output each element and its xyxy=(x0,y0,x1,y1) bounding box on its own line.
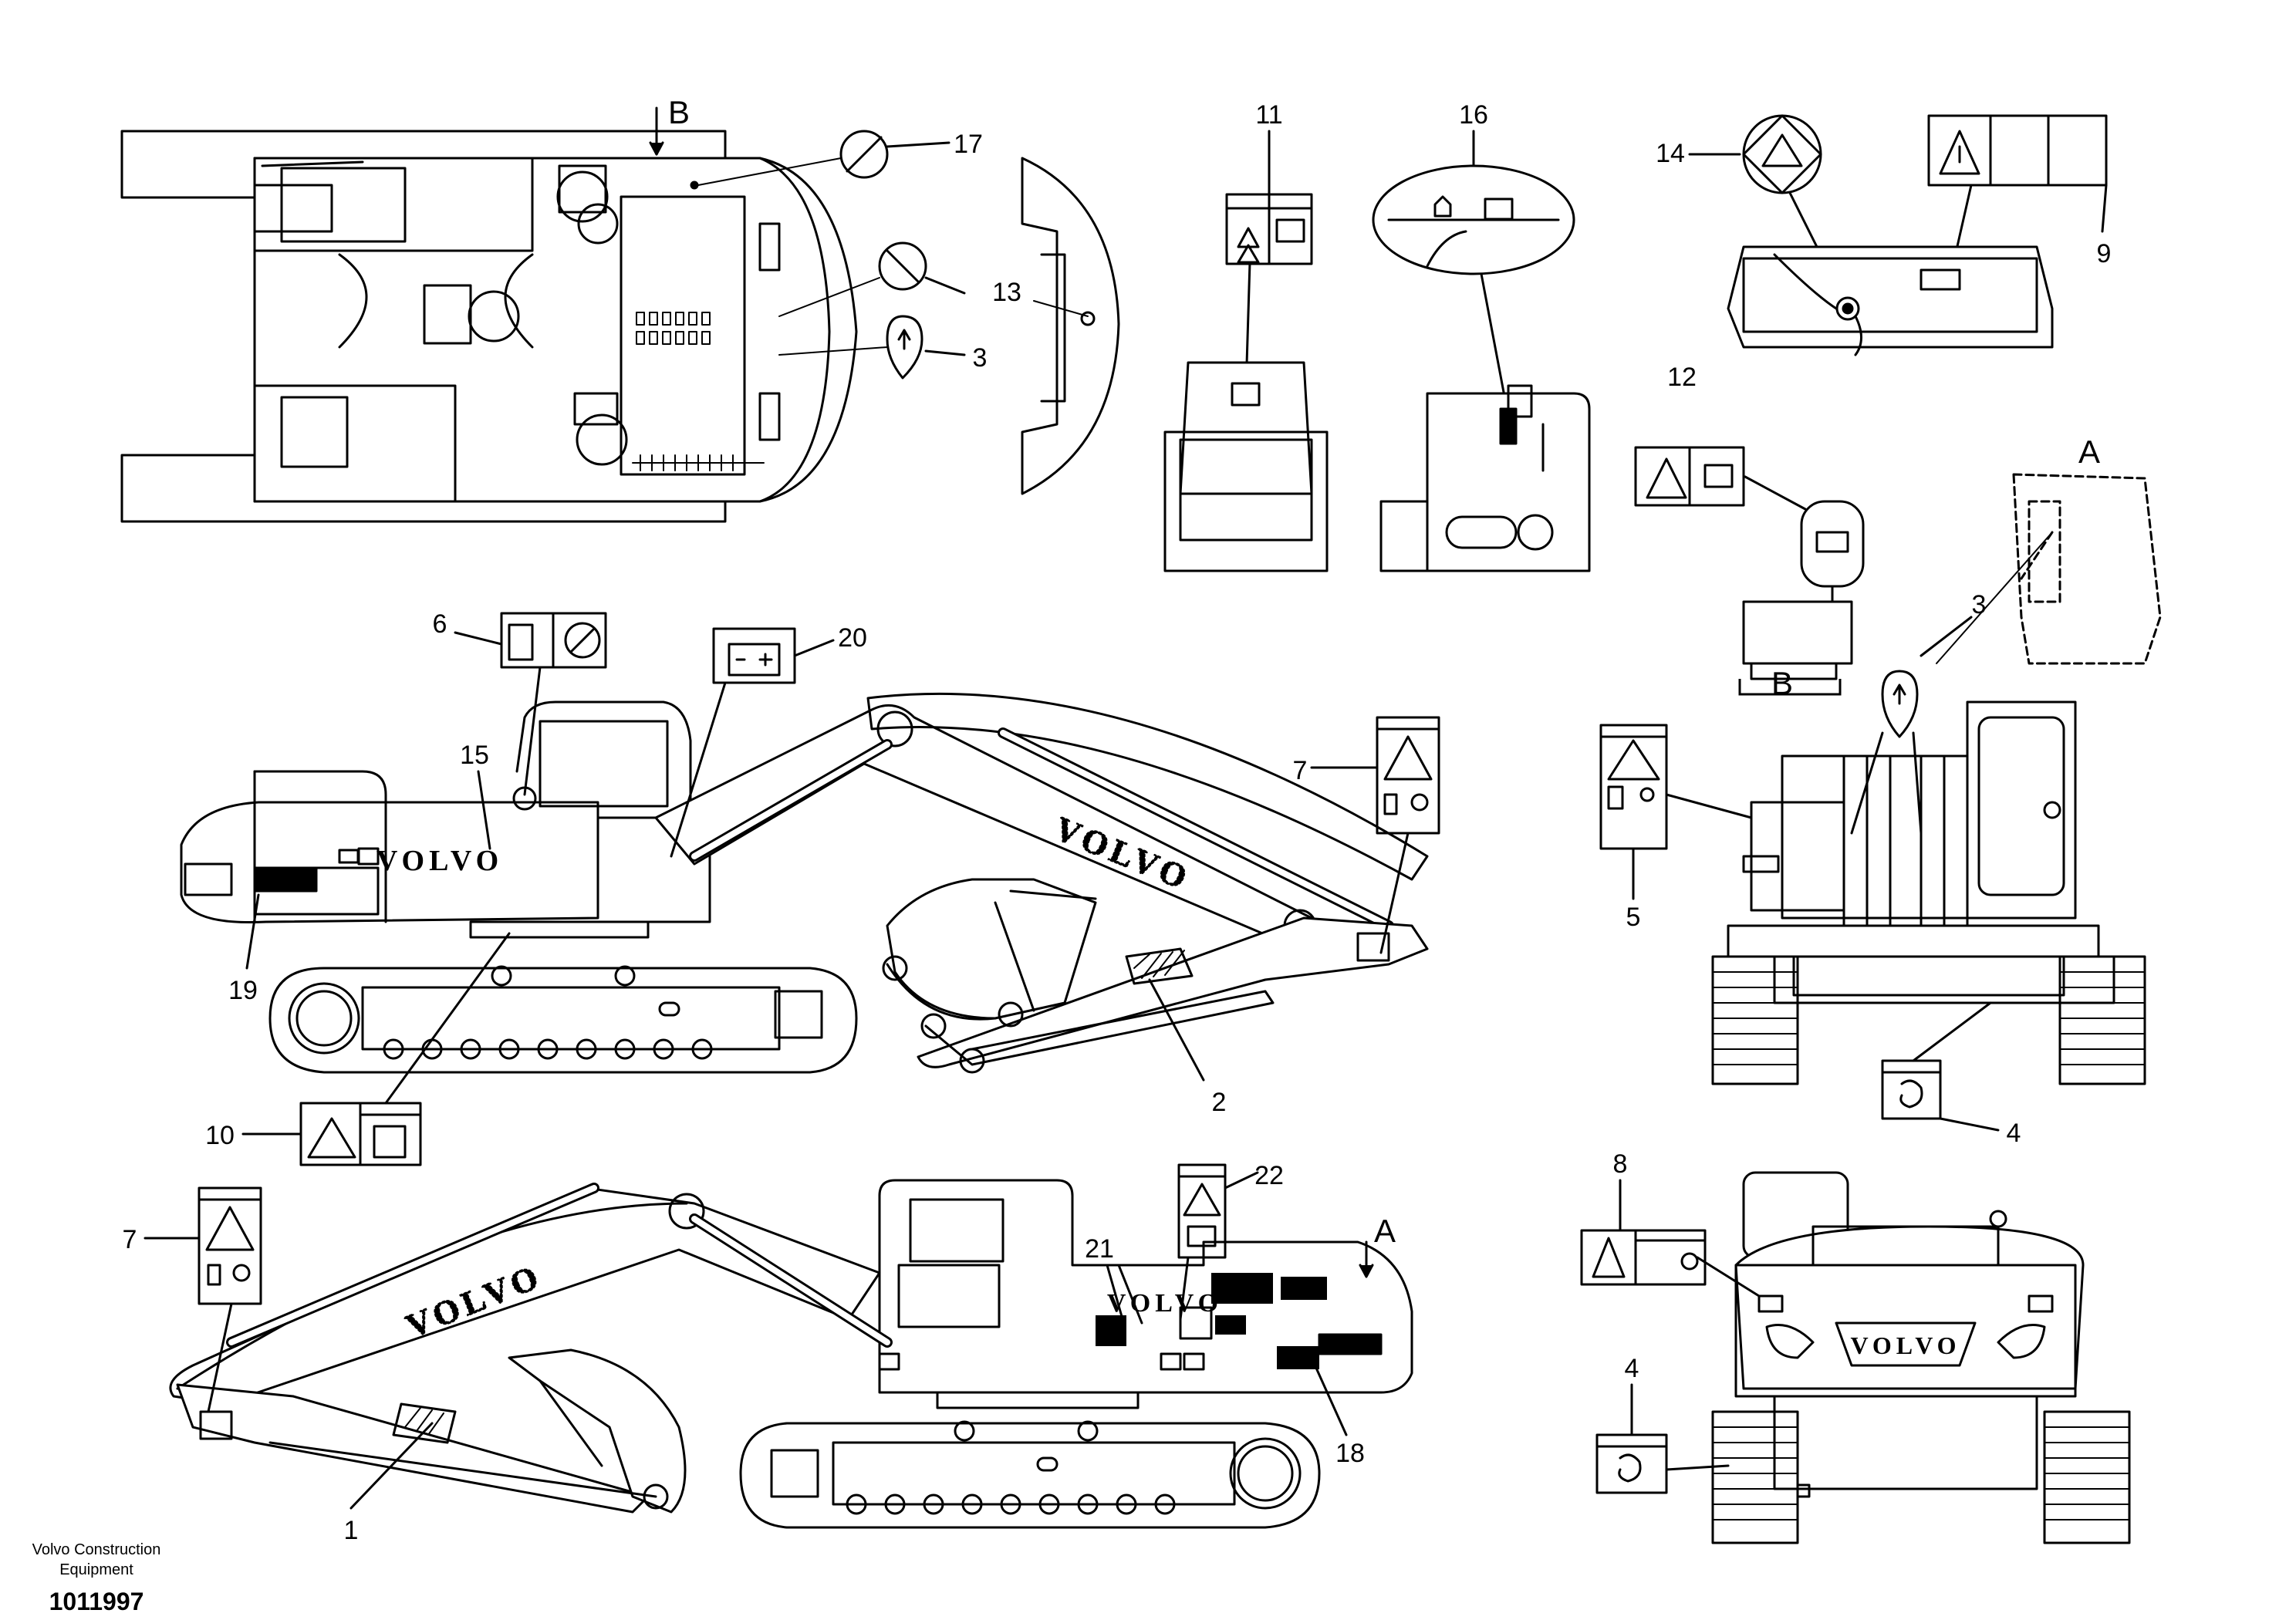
logo-volvo-side-2: VOLVO xyxy=(1107,1289,1223,1318)
decal-4-lower xyxy=(1595,1383,1730,1494)
view-marker-a-bottom: A xyxy=(1374,1213,1396,1249)
decal-11 xyxy=(1163,130,1329,572)
callout-2: 2 xyxy=(1212,1088,1227,1117)
footer-document-number: 1011997 xyxy=(49,1588,144,1615)
logo-volvo-rear: VOLVO xyxy=(1850,1331,1960,1359)
callout-4-upper: 4 xyxy=(2007,1119,2021,1148)
callout-13: 13 xyxy=(992,278,1021,307)
decal-13 xyxy=(778,241,1089,317)
callout-7-upper: 7 xyxy=(1293,756,1308,785)
callout-16: 16 xyxy=(1459,100,1488,130)
callout-3-right: 3 xyxy=(1972,590,1987,619)
footer-company: Volvo Construction Equipment xyxy=(32,1541,161,1578)
callout-6: 6 xyxy=(433,609,447,639)
callout-15: 15 xyxy=(460,741,489,770)
callout-20: 20 xyxy=(838,623,867,653)
callout-12: 12 xyxy=(1667,363,1697,392)
decal-3-hook xyxy=(778,315,966,380)
machine-side-view-left: VOLVO xyxy=(180,692,1429,1074)
decal-12 xyxy=(1634,446,1865,680)
machine-side-view-right: VOLVO xyxy=(169,1179,1413,1529)
machine-top-view xyxy=(120,106,858,523)
view-marker-b-top: B xyxy=(668,94,690,130)
callout-19: 19 xyxy=(228,976,258,1005)
callout-10: 10 xyxy=(205,1121,235,1150)
callout-21: 21 xyxy=(1085,1234,1114,1264)
view-marker-a-right: A xyxy=(2078,434,2100,470)
callout-18: 18 xyxy=(1335,1439,1365,1468)
decal-22 xyxy=(1177,1163,1259,1321)
decal-7-upper xyxy=(1310,716,1440,954)
decal-10 xyxy=(241,932,511,1166)
decal-7-lower xyxy=(144,1186,262,1413)
callout-9: 9 xyxy=(2097,239,2112,268)
callout-11: 11 xyxy=(1255,100,1282,130)
callout-3-top: 3 xyxy=(973,343,988,373)
decal-8 xyxy=(1580,1179,1761,1298)
decal-16 xyxy=(1372,130,1591,572)
decal-5 xyxy=(1599,724,1753,900)
callout-5: 5 xyxy=(1626,903,1641,932)
callout-14: 14 xyxy=(1656,139,1685,168)
machine-rear-view-lower: VOLVO xyxy=(1711,1171,2131,1544)
counterweight-detail xyxy=(1021,157,1120,495)
decal-6 xyxy=(454,612,607,811)
decal-20 xyxy=(670,627,835,858)
decal-9 xyxy=(1727,114,2108,356)
callout-4-lower: 4 xyxy=(1625,1354,1639,1383)
view-marker-b-right: B xyxy=(1771,665,1793,701)
callout-22: 22 xyxy=(1254,1161,1284,1190)
machine-rear-view-upper xyxy=(1711,616,2146,1085)
callout-8: 8 xyxy=(1613,1149,1628,1179)
view-a-detail xyxy=(2012,473,2162,665)
decal-4-upper xyxy=(1881,1001,2000,1132)
decal-17 xyxy=(697,130,950,186)
callout-17: 17 xyxy=(954,130,983,159)
callout-1: 1 xyxy=(344,1516,359,1545)
callout-7-lower: 7 xyxy=(123,1225,137,1254)
logo-volvo-side-1: VOLVO xyxy=(376,845,503,877)
